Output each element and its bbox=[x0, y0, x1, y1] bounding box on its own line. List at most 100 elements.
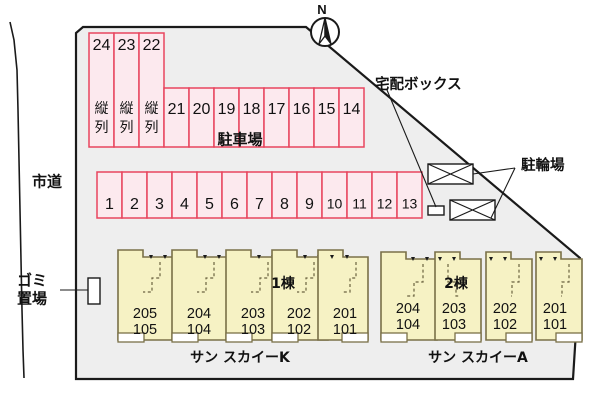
parking-stall-15-number: 15 bbox=[318, 101, 336, 118]
parking-stall-10[interactable]: 10 bbox=[321, 171, 348, 219]
parking-stall-24-tandem-1: 縦 bbox=[95, 101, 109, 117]
parking-stall-8-number: 8 bbox=[280, 196, 289, 213]
parking-stall-3[interactable]: 3 bbox=[146, 171, 173, 219]
parking-stall-12[interactable]: 12 bbox=[371, 171, 398, 219]
tandem-parking-group: 24 縦 列 23 縦 列 22 縦 列 bbox=[88, 32, 165, 148]
parking-stall-8[interactable]: 8 bbox=[271, 171, 298, 219]
upper-parking-row-group: 21 20 19 18 17 16 15 14 bbox=[163, 87, 365, 148]
building-2-unit-204-104[interactable]: 204 104 bbox=[380, 251, 438, 343]
building-2-tag: 2棟 bbox=[444, 275, 469, 292]
parking-stall-13[interactable]: 13 bbox=[396, 171, 423, 219]
building-2-unit-104-lower: 104 bbox=[396, 317, 420, 333]
parking-stall-24-number: 24 bbox=[93, 37, 111, 54]
building-1-unit-104-lower: 104 bbox=[187, 322, 211, 338]
bicycle-parking-label: 駐輪場 bbox=[521, 156, 565, 174]
bicycle-parking-2[interactable] bbox=[449, 199, 496, 221]
parking-stall-3-number: 3 bbox=[155, 196, 164, 213]
parking-stall-16[interactable]: 16 bbox=[288, 87, 315, 148]
parking-stall-11[interactable]: 11 bbox=[346, 171, 373, 219]
building-1-name: サン スカイーK bbox=[190, 350, 291, 366]
parking-stall-17-number: 17 bbox=[268, 101, 286, 118]
parking-stall-18[interactable]: 18 bbox=[238, 87, 265, 148]
compass-north-label: N bbox=[317, 2, 326, 17]
parking-stall-20-number: 20 bbox=[193, 101, 211, 118]
parking-stall-6-number: 6 bbox=[230, 196, 239, 213]
city-road-boundary bbox=[9, 21, 25, 379]
parking-stall-22[interactable]: 22 縦 列 bbox=[138, 32, 165, 148]
building-1-unit-202-102[interactable]: 202 102 bbox=[271, 249, 329, 343]
parking-stall-13-number: 13 bbox=[402, 196, 418, 212]
building-2-group: 204 104 203 103 202 102 bbox=[380, 251, 583, 366]
parking-stall-23[interactable]: 23 縦 列 bbox=[113, 32, 140, 148]
parking-stall-16-number: 16 bbox=[293, 101, 311, 118]
building-1-unit-202-upper: 202 bbox=[287, 306, 311, 322]
building-2-unit-202-102[interactable]: 202 102 bbox=[485, 251, 533, 343]
lower-parking-row-group: 1 2 3 4 5 6 7 8 bbox=[96, 171, 423, 219]
parking-stall-7-number: 7 bbox=[255, 196, 264, 213]
parking-stall-17[interactable]: 17 bbox=[263, 87, 290, 148]
building-2-unit-203-103[interactable]: 203 103 bbox=[434, 251, 482, 343]
parking-stall-9-number: 9 bbox=[305, 196, 314, 213]
bicycle-parking-leader-line-2 bbox=[490, 167, 516, 219]
building-1-tag: 1棟 bbox=[271, 275, 296, 292]
city-road-label: 市道 bbox=[32, 173, 62, 191]
building-2-unit-101-lower: 101 bbox=[543, 317, 567, 333]
parking-stall-1[interactable]: 1 bbox=[96, 171, 123, 219]
bicycle-parking-leader-line-1 bbox=[472, 167, 516, 175]
parking-stall-5[interactable]: 5 bbox=[196, 171, 223, 219]
parking-stall-2[interactable]: 2 bbox=[121, 171, 148, 219]
bicycle-parking-1[interactable] bbox=[427, 163, 474, 185]
building-2-unit-202-upper: 202 bbox=[493, 301, 517, 317]
parking-lot-label: 駐車場 bbox=[217, 131, 262, 149]
garbage-area-marker[interactable] bbox=[87, 277, 101, 305]
parking-stall-14[interactable]: 14 bbox=[338, 87, 365, 148]
garbage-area-label-line2: 置場 bbox=[17, 290, 47, 308]
building-1-unit-203-103[interactable]: 203 103 bbox=[225, 249, 283, 343]
building-1-unit-205-upper: 205 bbox=[133, 306, 157, 322]
building-2-unit-102-lower: 102 bbox=[493, 317, 517, 333]
parking-stall-12-number: 12 bbox=[377, 196, 393, 212]
parking-stall-20[interactable]: 20 bbox=[188, 87, 215, 148]
building-1-unit-102-lower: 102 bbox=[287, 322, 311, 338]
building-1-unit-201-101[interactable]: 201 101 bbox=[317, 249, 369, 343]
building-1-unit-201-upper: 201 bbox=[333, 306, 357, 322]
building-1-unit-205-105[interactable]: 205 105 bbox=[117, 249, 175, 343]
building-2-unit-204-upper: 204 bbox=[396, 301, 420, 317]
building-1-unit-203-upper: 203 bbox=[241, 306, 265, 322]
parking-stall-22-tandem-1: 縦 bbox=[145, 101, 159, 117]
building-1-unit-101-lower: 101 bbox=[333, 322, 357, 338]
parking-stall-9[interactable]: 9 bbox=[296, 171, 323, 219]
building-2-unit-103-lower: 103 bbox=[442, 317, 466, 333]
building-1-unit-204-104[interactable]: 204 104 bbox=[171, 249, 229, 343]
parking-stall-21[interactable]: 21 bbox=[163, 87, 190, 148]
parking-stall-1-number: 1 bbox=[105, 196, 114, 213]
parking-stall-22-number: 22 bbox=[143, 37, 161, 54]
parking-stall-22-tandem-2: 列 bbox=[145, 120, 159, 136]
parking-stall-24[interactable]: 24 縦 列 bbox=[88, 32, 115, 148]
building-1-unit-105-lower: 105 bbox=[133, 322, 157, 338]
parking-stall-14-number: 14 bbox=[343, 101, 361, 118]
delivery-box-marker[interactable] bbox=[427, 205, 445, 216]
parking-stall-4[interactable]: 4 bbox=[171, 171, 198, 219]
parking-stall-19-number: 19 bbox=[218, 101, 236, 118]
delivery-box-leader-line bbox=[386, 89, 437, 208]
parking-stall-7[interactable]: 7 bbox=[246, 171, 273, 219]
parking-stall-2-number: 2 bbox=[130, 196, 139, 213]
building-2-unit-201-101[interactable]: 201 101 bbox=[535, 251, 583, 343]
building-2-name: サン スカイーA bbox=[428, 350, 528, 366]
building-2-unit-203-upper: 203 bbox=[442, 301, 466, 317]
parking-stall-5-number: 5 bbox=[205, 196, 214, 213]
building-1-group: 205 105 204 104 203 103 bbox=[117, 249, 369, 366]
delivery-box-label: 宅配ボックス bbox=[375, 75, 462, 93]
parking-stall-23-number: 23 bbox=[118, 37, 136, 54]
compass-rose: N bbox=[310, 2, 340, 47]
building-2-unit-201-upper: 201 bbox=[543, 301, 567, 317]
parking-stall-10-number: 10 bbox=[327, 196, 343, 212]
parking-stall-6[interactable]: 6 bbox=[221, 171, 248, 219]
building-1-unit-204-upper: 204 bbox=[187, 306, 211, 322]
parking-stall-21-number: 21 bbox=[168, 101, 186, 118]
parking-stall-19[interactable]: 19 bbox=[213, 87, 240, 148]
parking-stall-24-tandem-2: 列 bbox=[95, 120, 109, 136]
parking-stall-15[interactable]: 15 bbox=[313, 87, 340, 148]
